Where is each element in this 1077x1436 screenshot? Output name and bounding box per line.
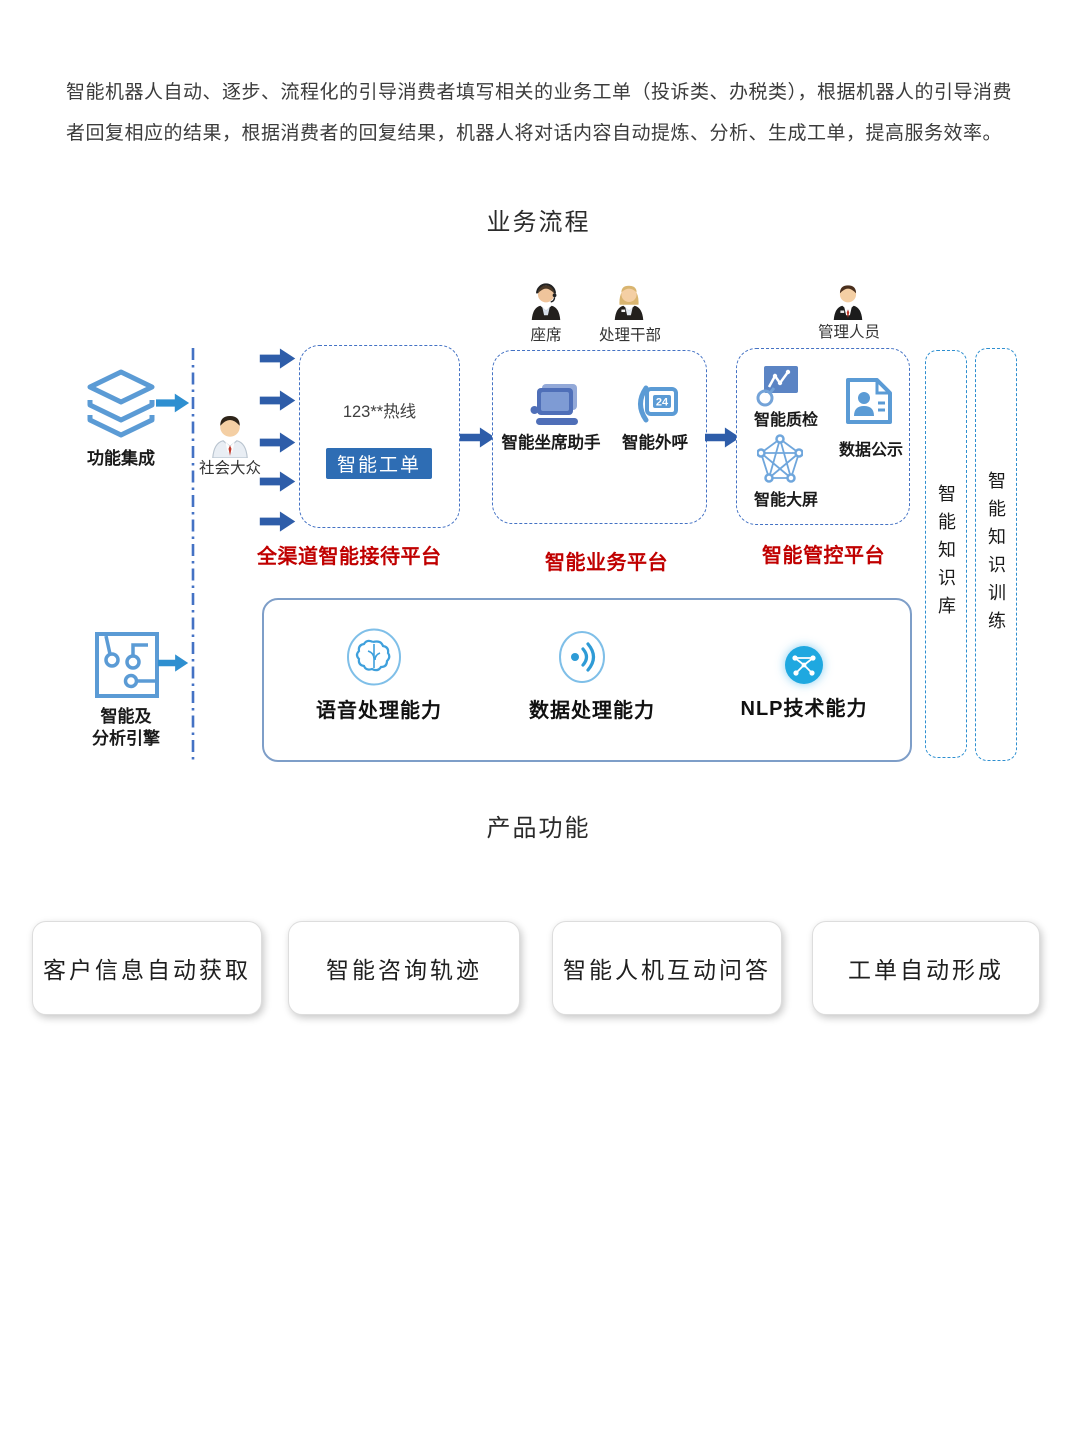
- channel-arrow-icon: [258, 389, 298, 412]
- layers-icon: [86, 368, 156, 442]
- manager-person-label: 管理人员: [817, 324, 880, 341]
- business-platform-box: 智能坐席助手 24 智能外呼: [492, 350, 707, 524]
- outbound-call-label: 智能外呼: [622, 434, 688, 452]
- svg-text:24: 24: [656, 397, 669, 409]
- arrow-right-icon: [156, 391, 190, 415]
- agent-person-label: 座席: [530, 327, 562, 344]
- data-publicity-label: 数据公示: [838, 442, 903, 459]
- outbound-call-icon: 24: [632, 383, 680, 427]
- handler-person-label: 处理干部: [598, 327, 661, 344]
- smart-ticket-button: 智能工单: [326, 448, 432, 479]
- knowledge-base-label: 智能知识库: [936, 484, 956, 624]
- public-person-label: 社会大众: [198, 460, 261, 477]
- speech-brain-icon: [346, 628, 402, 686]
- circuit-icon: [95, 632, 159, 698]
- channel-arrow-icon: [258, 510, 298, 533]
- quality-check-icon: [755, 364, 801, 410]
- engine-label-line2: 分析引擎: [92, 729, 160, 748]
- channel-arrow-icon: [258, 431, 298, 454]
- flow-section-title: 业务流程: [486, 209, 591, 236]
- control-platform-box: 智能质检 数据公示: [736, 348, 910, 525]
- public-person-icon: [209, 412, 251, 458]
- big-screen-network-icon: [757, 434, 803, 486]
- manager-person-icon: [831, 282, 865, 320]
- knowledge-training-column: 智能知识训练: [975, 348, 1017, 761]
- knowledge-base-column: 智能知识库: [925, 350, 967, 758]
- quality-check-label: 智能质检: [753, 412, 818, 429]
- reception-platform-box: 123**热线 智能工单: [299, 345, 460, 528]
- capabilities-box: 语音处理能力 数据处理能力: [262, 598, 912, 762]
- data-audio-icon: [558, 630, 606, 684]
- flow-arrow-icon: [705, 426, 741, 449]
- product-box: 客户信息自动获取: [32, 921, 262, 1015]
- knowledge-training-label: 智能知识训练: [986, 470, 1006, 639]
- control-platform-caption: 智能管控平台: [762, 545, 885, 567]
- product-box: 智能人机互动问答: [552, 921, 782, 1015]
- business-platform-caption: 智能业务平台: [545, 552, 668, 574]
- agent-assistant-label: 智能坐席助手: [501, 434, 601, 452]
- nlp-capability-label: NLP技术能力: [740, 698, 868, 720]
- laptop-icon: [529, 382, 583, 428]
- product-box: 智能咨询轨迹: [288, 921, 520, 1015]
- agent-person-icon: [529, 282, 563, 320]
- big-screen-label: 智能大屏: [753, 492, 818, 509]
- product-box: 工单自动形成: [812, 921, 1040, 1015]
- dash-dot-divider: [190, 348, 196, 764]
- engine-label-line1: 智能及: [100, 707, 152, 726]
- arrow-right-icon: [158, 652, 189, 674]
- handler-person-icon: [612, 282, 646, 320]
- channel-arrow-icon: [258, 347, 298, 370]
- flow-arrow-icon: [460, 426, 496, 449]
- hotline-label: 123**热线: [342, 403, 417, 421]
- function-integration-label: 功能集成: [87, 449, 155, 468]
- channel-arrow-icon: [258, 470, 298, 493]
- nlp-molecule-icon: [783, 644, 825, 686]
- data-publicity-icon: [844, 376, 894, 426]
- reception-platform-caption: 全渠道智能接待平台: [257, 546, 442, 568]
- product-section-title: 产品功能: [486, 815, 591, 842]
- intro-paragraph: 智能机器人自动、逐步、流程化的引导消费者填写相关的业务工单（投诉类、办税类），根…: [66, 82, 1013, 144]
- speech-capability-label: 语音处理能力: [316, 700, 442, 722]
- data-capability-label: 数据处理能力: [529, 700, 655, 722]
